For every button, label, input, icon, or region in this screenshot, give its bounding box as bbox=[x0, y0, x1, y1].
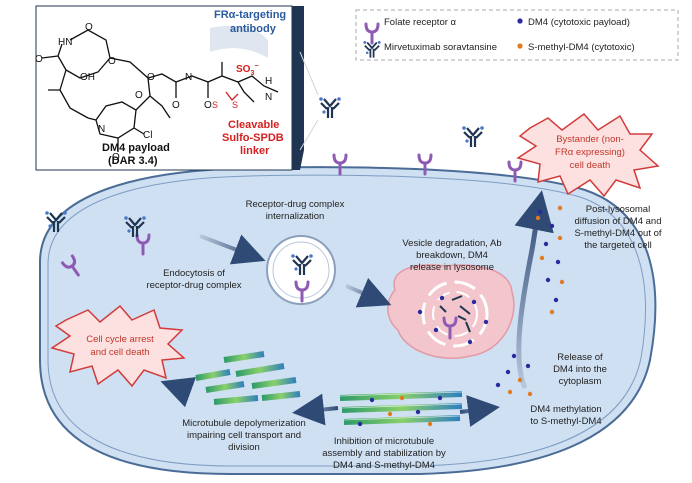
legend-dm4: DM4 (cytotoxic payload) bbox=[528, 17, 630, 28]
payload-dots bbox=[495, 205, 565, 397]
smethyl-dot-icon bbox=[517, 43, 523, 49]
step-vesicle: release in lysosome bbox=[410, 262, 494, 273]
step-methylation: to S-methyl-DM4 bbox=[530, 416, 601, 427]
linker-label: Sulfo-SPDB bbox=[222, 132, 284, 144]
antibody-icon bbox=[318, 96, 342, 120]
atom-o: O bbox=[172, 100, 180, 111]
step-depolymerization: Microtubule depolymerization bbox=[182, 418, 306, 429]
microtubules-stabilized bbox=[339, 391, 463, 427]
bystander-label: FRα expressing) bbox=[555, 147, 625, 158]
step-depolymerization: division bbox=[228, 442, 260, 453]
step-post-lysosomal: the targeted cell bbox=[584, 240, 652, 251]
arrow-icon bbox=[345, 277, 392, 308]
step-internalization: internalization bbox=[266, 211, 325, 222]
step-vesicle: Vesicle degradation, Ab bbox=[402, 238, 501, 249]
lysosome bbox=[387, 264, 515, 360]
atom-o: O bbox=[204, 100, 212, 111]
step-release: cytoplasm bbox=[559, 376, 602, 387]
step-endocytosis: Endocytosis of bbox=[163, 268, 225, 279]
dm4-dot-icon bbox=[517, 18, 523, 24]
legend: Folate receptor α Mirvetuximab soravtans… bbox=[355, 9, 679, 61]
step-release: DM4 into the bbox=[553, 364, 607, 375]
dm4-skeleton bbox=[41, 29, 279, 152]
bystander-label: Bystander (non- bbox=[556, 134, 624, 145]
step-inhibition: DM4 and S-methyl-DM4 bbox=[333, 460, 435, 471]
arrest-label: and cell death bbox=[90, 347, 149, 358]
antibody-label: FRα-targeting bbox=[214, 9, 286, 21]
atom-o: O bbox=[85, 22, 93, 33]
atom-n: N bbox=[265, 92, 272, 103]
atom-o: O bbox=[112, 152, 120, 163]
antibody-icon bbox=[461, 125, 485, 149]
arrow-icon bbox=[160, 377, 197, 408]
atom-o: O bbox=[135, 90, 143, 101]
legend-folate-receptor: Folate receptor α bbox=[384, 17, 457, 28]
atom-cl: Cl bbox=[143, 130, 152, 141]
step-vesicle: breakdown, DM4 bbox=[416, 250, 488, 261]
atom-hn: HN bbox=[58, 37, 72, 48]
linker-label: Cleavable bbox=[228, 119, 279, 131]
antibody-label: antibody bbox=[230, 23, 277, 35]
step-post-lysosomal: diffusion of DM4 and bbox=[575, 216, 662, 227]
step-depolymerization: impairing cell transport and bbox=[187, 430, 301, 441]
atom-so3: SO3− bbox=[236, 63, 258, 77]
payload-label: DM4 payload bbox=[102, 142, 170, 154]
step-endocytosis: receptor-drug complex bbox=[146, 280, 241, 291]
arrow-icon bbox=[459, 395, 500, 427]
step-internalization: Receptor-drug complex bbox=[246, 199, 345, 210]
flow-arrows bbox=[160, 190, 554, 427]
atom-oh: OH bbox=[80, 72, 95, 83]
step-release: Release of bbox=[557, 352, 603, 363]
bystander-burst: Bystander (non- FRα expressing) cell dea… bbox=[516, 112, 660, 198]
microtubules-depolymerized bbox=[195, 351, 301, 405]
step-inhibition: assembly and stabilization by bbox=[322, 448, 446, 459]
arrow-icon bbox=[292, 393, 339, 426]
bystander-label: cell death bbox=[570, 160, 611, 171]
step-post-lysosomal: S-methyl-DM4 out of bbox=[574, 228, 661, 239]
atom-o: O bbox=[147, 72, 155, 83]
arrest-burst: Cell cycle arrest and cell death bbox=[50, 304, 186, 388]
step-methylation: DM4 methylation bbox=[530, 404, 601, 415]
atom-o: O bbox=[108, 56, 116, 67]
arrest-label: Cell cycle arrest bbox=[86, 334, 154, 345]
atom-s: S bbox=[232, 100, 238, 110]
arrow-icon bbox=[199, 234, 266, 265]
atom-h: H bbox=[265, 76, 272, 87]
step-inhibition: Inhibition of microtubule bbox=[334, 436, 434, 447]
atom-s: S bbox=[212, 100, 218, 110]
atom-o: O bbox=[35, 54, 43, 65]
legend-smethyl: S-methyl-DM4 (cytotoxic) bbox=[528, 42, 635, 53]
atom-n: N bbox=[98, 124, 105, 135]
payload-dar: (DAR 3.4) bbox=[108, 155, 158, 167]
arrow-icon bbox=[514, 190, 554, 390]
structure-panel: O HN OH O O O O N O N Cl O O S S SO3− H … bbox=[35, 5, 319, 171]
step-post-lysosomal: Post-lysosomal bbox=[586, 204, 650, 215]
endosome bbox=[266, 235, 336, 305]
atom-n: N bbox=[185, 72, 192, 83]
linker-label: linker bbox=[240, 145, 270, 157]
legend-mirvetuximab: Mirvetuximab soravtansine bbox=[384, 42, 497, 53]
